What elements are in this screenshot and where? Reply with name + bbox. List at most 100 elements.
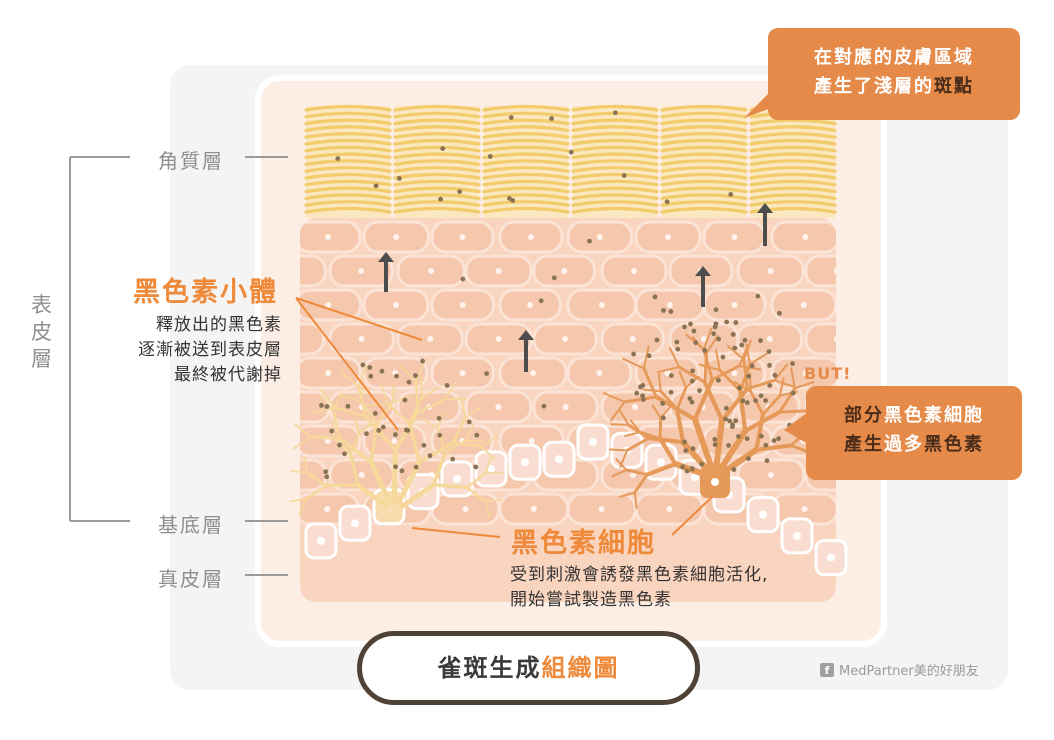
melanin-dot xyxy=(329,429,334,434)
cell-nucleus xyxy=(731,302,737,308)
melanin-dot xyxy=(394,374,399,379)
cell-nucleus xyxy=(529,438,535,444)
melanin-dot xyxy=(413,373,418,378)
melanin-dot xyxy=(437,433,442,438)
melanin-dot xyxy=(728,192,733,197)
melanin-dot xyxy=(691,446,696,451)
but-label: BUT! xyxy=(804,364,851,383)
melanin-dot xyxy=(539,298,544,303)
melanin-dot xyxy=(445,383,450,388)
callout-right-line2-b: 過多 xyxy=(884,434,924,455)
melanin-dot xyxy=(374,183,379,188)
melanin-dot xyxy=(438,197,443,202)
melanin-dot xyxy=(711,331,716,336)
melanocyte-body-left xyxy=(385,503,403,521)
cell-nucleus xyxy=(801,302,807,308)
melanin-dot xyxy=(682,325,687,330)
callout-right-line1-b: 黑色素細胞 xyxy=(884,405,984,426)
melanin-dot xyxy=(724,320,729,325)
credit: f MedPartner美的好朋友 xyxy=(820,660,979,679)
credit-text: MedPartner美的好朋友 xyxy=(839,660,979,679)
melanin-dot xyxy=(376,428,381,433)
melanin-dot xyxy=(776,436,781,441)
dendrite xyxy=(610,449,627,450)
melanin-dot xyxy=(368,374,373,379)
cell-nucleus xyxy=(630,336,636,342)
melanin-dot xyxy=(746,456,751,461)
melanin-dot xyxy=(414,465,419,470)
cell-nucleus xyxy=(596,370,602,376)
melanin-dot xyxy=(325,404,330,409)
melanin-dot xyxy=(474,433,479,438)
melanin-dot xyxy=(685,469,690,474)
callout-right-line2-c: 黑色素 xyxy=(924,434,984,455)
basal-nucleus xyxy=(317,537,325,545)
cell-nucleus xyxy=(460,302,466,308)
cell-nucleus xyxy=(531,506,537,512)
melanin-dot xyxy=(319,403,324,408)
melanin-dot xyxy=(777,311,782,316)
melanosome-desc-2: 逐漸被送到表皮層 xyxy=(138,338,282,363)
dendrite xyxy=(394,450,395,512)
callout-top: 在對應的皮膚區域 產生了淺層的斑點 xyxy=(768,28,1020,120)
cell-nucleus xyxy=(666,506,672,512)
melanin-dot xyxy=(773,373,778,378)
melanin-dot xyxy=(661,415,666,420)
cell-nucleus xyxy=(359,472,365,478)
cell-nucleus xyxy=(599,302,605,308)
basal-nucleus xyxy=(827,554,835,562)
melanin-dot xyxy=(450,457,455,462)
cell-nucleus xyxy=(495,404,501,410)
label-epidermis-1: 表 xyxy=(31,289,54,319)
melanin-dot xyxy=(675,347,680,352)
label-stratum-corneum: 角質層 xyxy=(158,145,224,174)
cell-nucleus xyxy=(731,234,737,240)
cell-nucleus xyxy=(563,404,569,410)
melanosome-desc-1: 釋放出的黑色素 xyxy=(156,313,282,338)
melanin-dot xyxy=(714,321,719,326)
melanocyte-desc-2: 開始嘗試製造黑色素 xyxy=(510,588,672,613)
melanin-dot xyxy=(739,343,744,348)
melanin-dot xyxy=(753,398,758,403)
melanin-dot xyxy=(669,390,674,395)
melanin-dot xyxy=(342,451,347,456)
melanin-dot xyxy=(669,373,674,378)
cell-nucleus xyxy=(393,234,399,240)
melanin-dot xyxy=(587,239,592,244)
cell-nucleus xyxy=(768,268,774,274)
melanin-dot xyxy=(373,411,378,416)
melanin-dot xyxy=(767,349,772,354)
callout-right-line2-a: 產生 xyxy=(844,434,884,455)
basal-nucleus xyxy=(351,519,359,527)
melanin-dot xyxy=(745,400,750,405)
melanin-dot xyxy=(460,277,465,282)
basal-nucleus xyxy=(453,475,461,483)
melanin-dot xyxy=(731,332,736,337)
melanin-dot xyxy=(437,416,442,421)
melanin-dot xyxy=(731,467,736,472)
melanin-dot xyxy=(647,353,652,358)
cell-nucleus xyxy=(462,506,468,512)
cell-nucleus xyxy=(599,506,605,512)
melanin-dot xyxy=(541,404,546,409)
callout-right: 部分黑色素細胞 產生過多黑色素 xyxy=(806,386,1022,480)
melanin-dot xyxy=(665,199,670,204)
melanocyte-nucleus xyxy=(711,478,719,486)
melanin-dot xyxy=(473,465,478,470)
cell-nucleus xyxy=(665,234,671,240)
melanin-dot xyxy=(730,422,735,427)
label-epidermis-3: 層 xyxy=(31,343,54,373)
melanin-dot xyxy=(323,469,328,474)
cell-nucleus xyxy=(427,336,433,342)
cell-nucleus xyxy=(597,234,603,240)
basal-nucleus xyxy=(589,438,597,446)
facebook-icon: f xyxy=(820,663,834,677)
cell-nucleus xyxy=(324,506,330,512)
melanin-dot xyxy=(767,363,772,368)
melanin-dot xyxy=(393,464,398,469)
melanin-dot xyxy=(737,385,742,390)
melanin-dot xyxy=(690,379,695,384)
melanin-dot xyxy=(791,391,796,396)
cell-nucleus xyxy=(527,302,533,308)
melanin-dot xyxy=(743,338,748,343)
